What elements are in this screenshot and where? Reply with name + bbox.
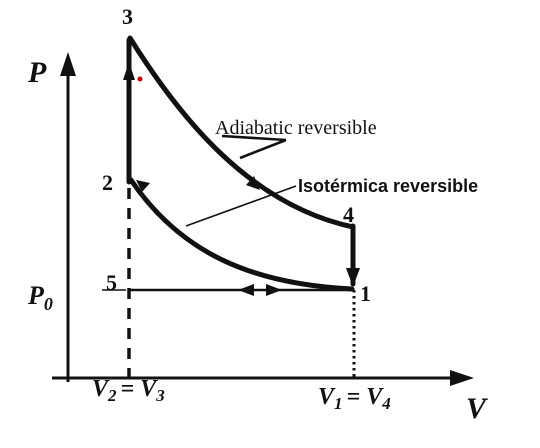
- arrow-right: [266, 284, 282, 296]
- v2-sub: 2: [107, 386, 117, 405]
- adiabatic-curve: [127, 35, 356, 230]
- x-axis-label: V: [466, 392, 489, 425]
- p-axis-arrowhead: [60, 52, 76, 76]
- point-1-label: 1: [360, 281, 371, 306]
- red-marker-dot: [137, 76, 143, 82]
- isothermal-arrow: [136, 180, 150, 192]
- v1-sub: 1: [334, 394, 343, 413]
- adiabatic-label: Adiabatic reversible: [215, 117, 377, 139]
- isothermal-curve: [128, 177, 355, 292]
- point-3-label: 3: [122, 4, 133, 29]
- v2-eq: = V: [121, 376, 159, 402]
- arrow-left: [238, 284, 254, 296]
- p0-main: P: [27, 281, 45, 310]
- adiabatic-arrow: [246, 176, 260, 190]
- point-5-label: 5: [106, 270, 117, 295]
- v1-eq: = V: [347, 384, 385, 410]
- arrow-up: [123, 62, 135, 80]
- isothermal-label: Isotérmica reversible: [298, 176, 478, 196]
- p0-sub: 0: [44, 294, 53, 314]
- v1-main: V: [318, 384, 336, 410]
- point-2-label: 2: [102, 170, 113, 195]
- arrow-down: [346, 268, 360, 287]
- v2-v3-label: V2= V3: [92, 376, 165, 405]
- adiabatic-leader: [239, 138, 287, 160]
- p0-label: P0: [27, 281, 53, 314]
- adiabatic-leader-top: [221, 134, 287, 142]
- isothermal-leader: [185, 185, 297, 227]
- v4-sub: 4: [381, 394, 391, 413]
- y-axis-label: P: [27, 56, 47, 89]
- v-axis-arrowhead: [450, 370, 474, 386]
- v1-v4-label: V1= V4: [318, 384, 391, 413]
- point-4-label: 4: [343, 202, 354, 227]
- v3-sub: 3: [155, 386, 165, 405]
- v2-main: V: [92, 376, 110, 402]
